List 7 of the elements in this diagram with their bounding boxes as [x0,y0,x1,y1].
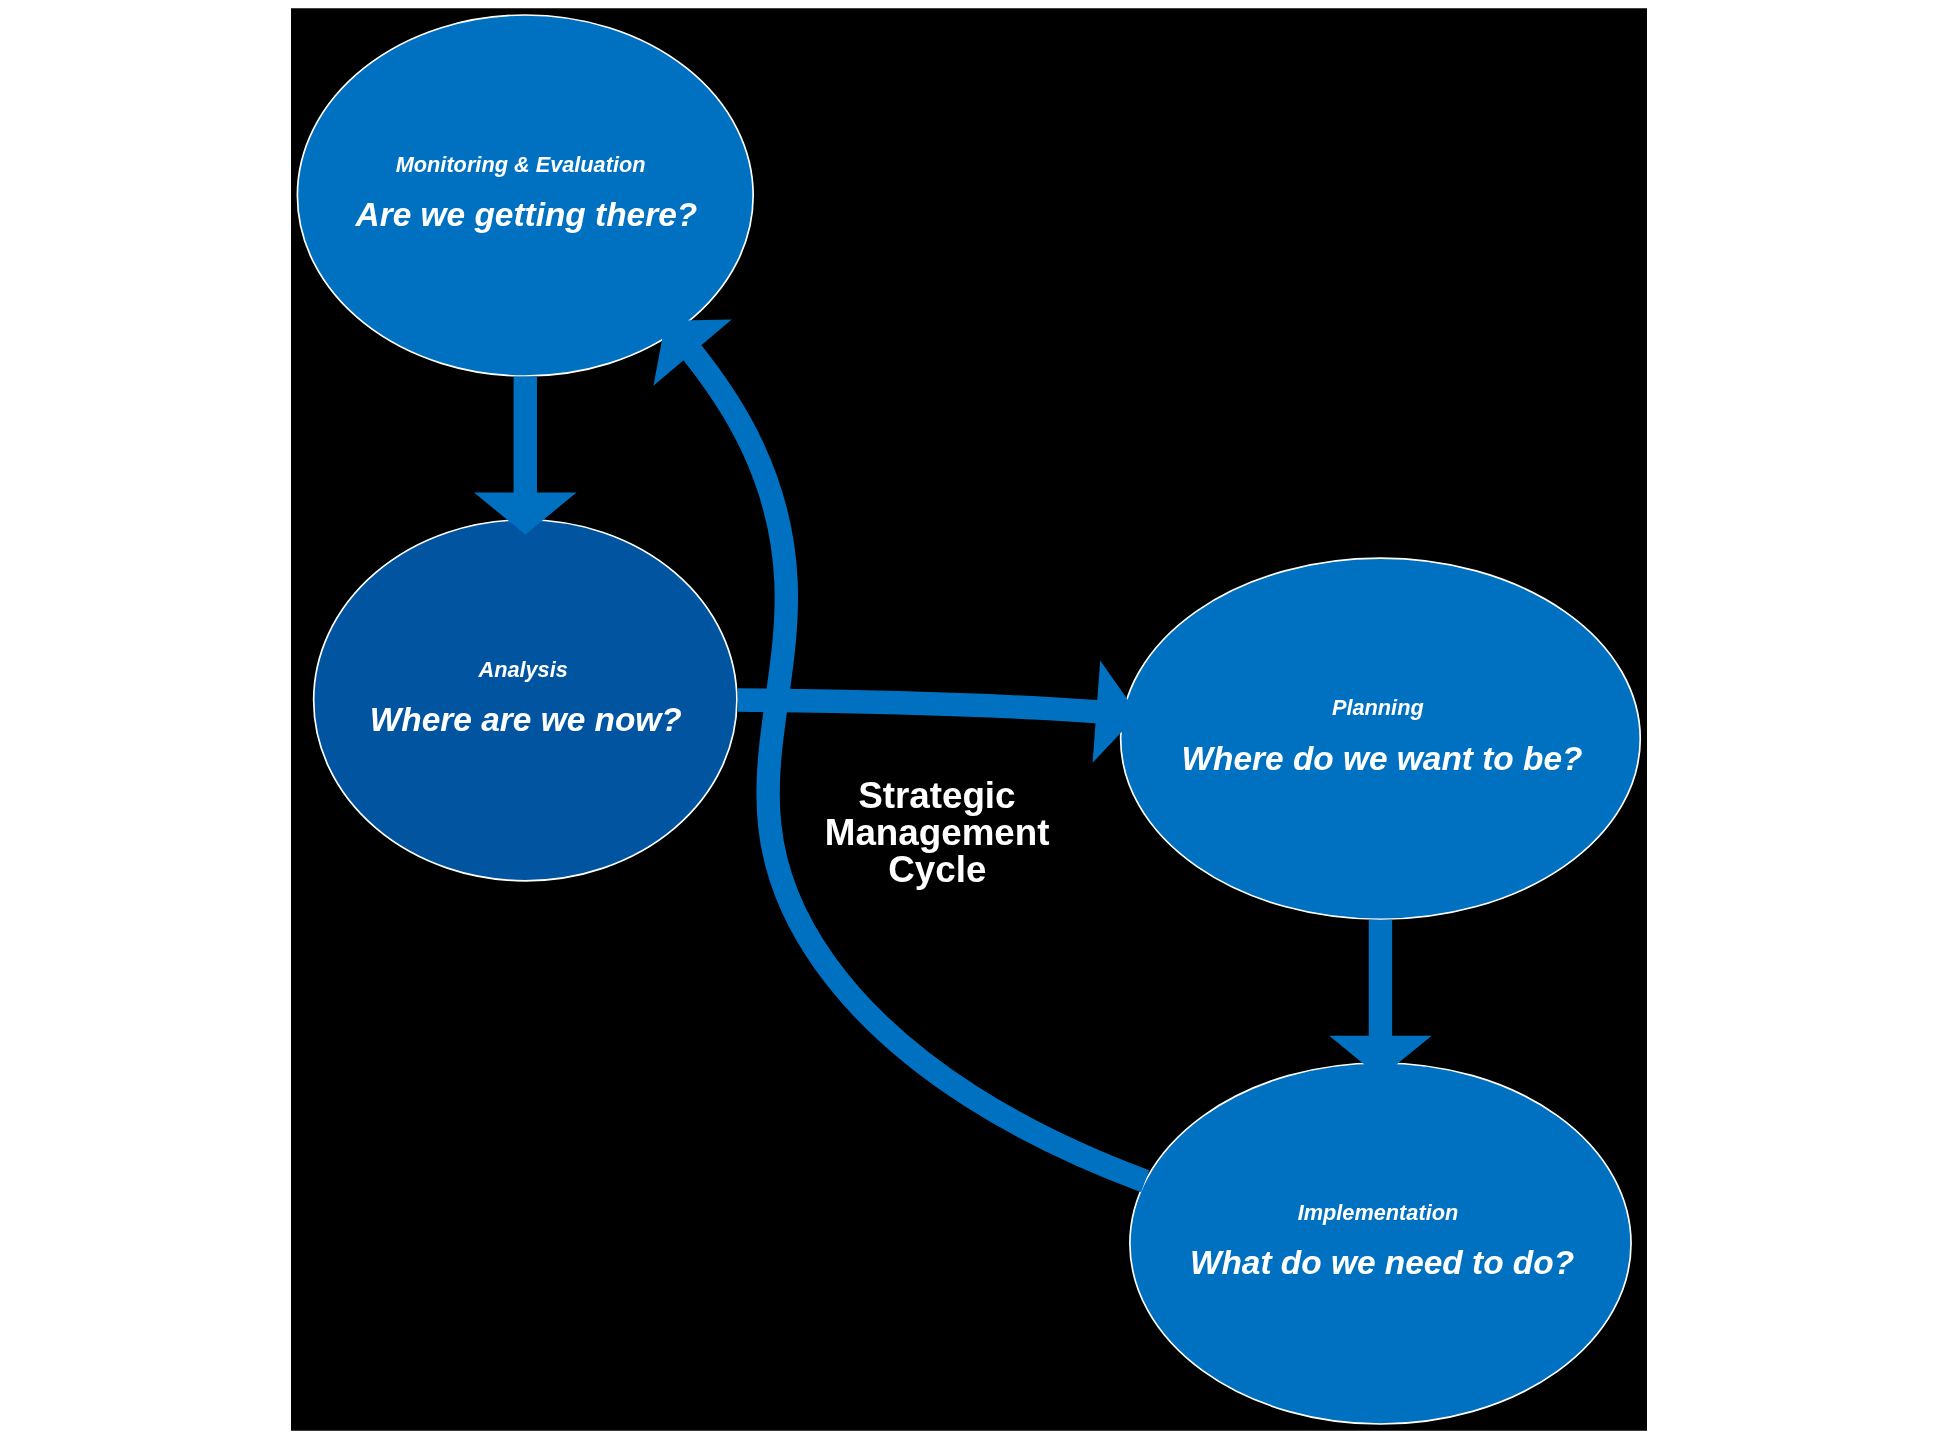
arrow [652,319,1149,1193]
node-ellipse: Monitoring & Evaluation Are we getting there? [296,14,754,377]
label: Strategic Management Cycle [824,775,1049,890]
node-ellipse: Planning Where do we want to be? [1119,557,1641,921]
node-ellipse: Implementation What do we need to do? [1128,1062,1632,1425]
node-ellipse: Analysis Where are we now? [312,518,738,882]
arrow [473,376,577,535]
